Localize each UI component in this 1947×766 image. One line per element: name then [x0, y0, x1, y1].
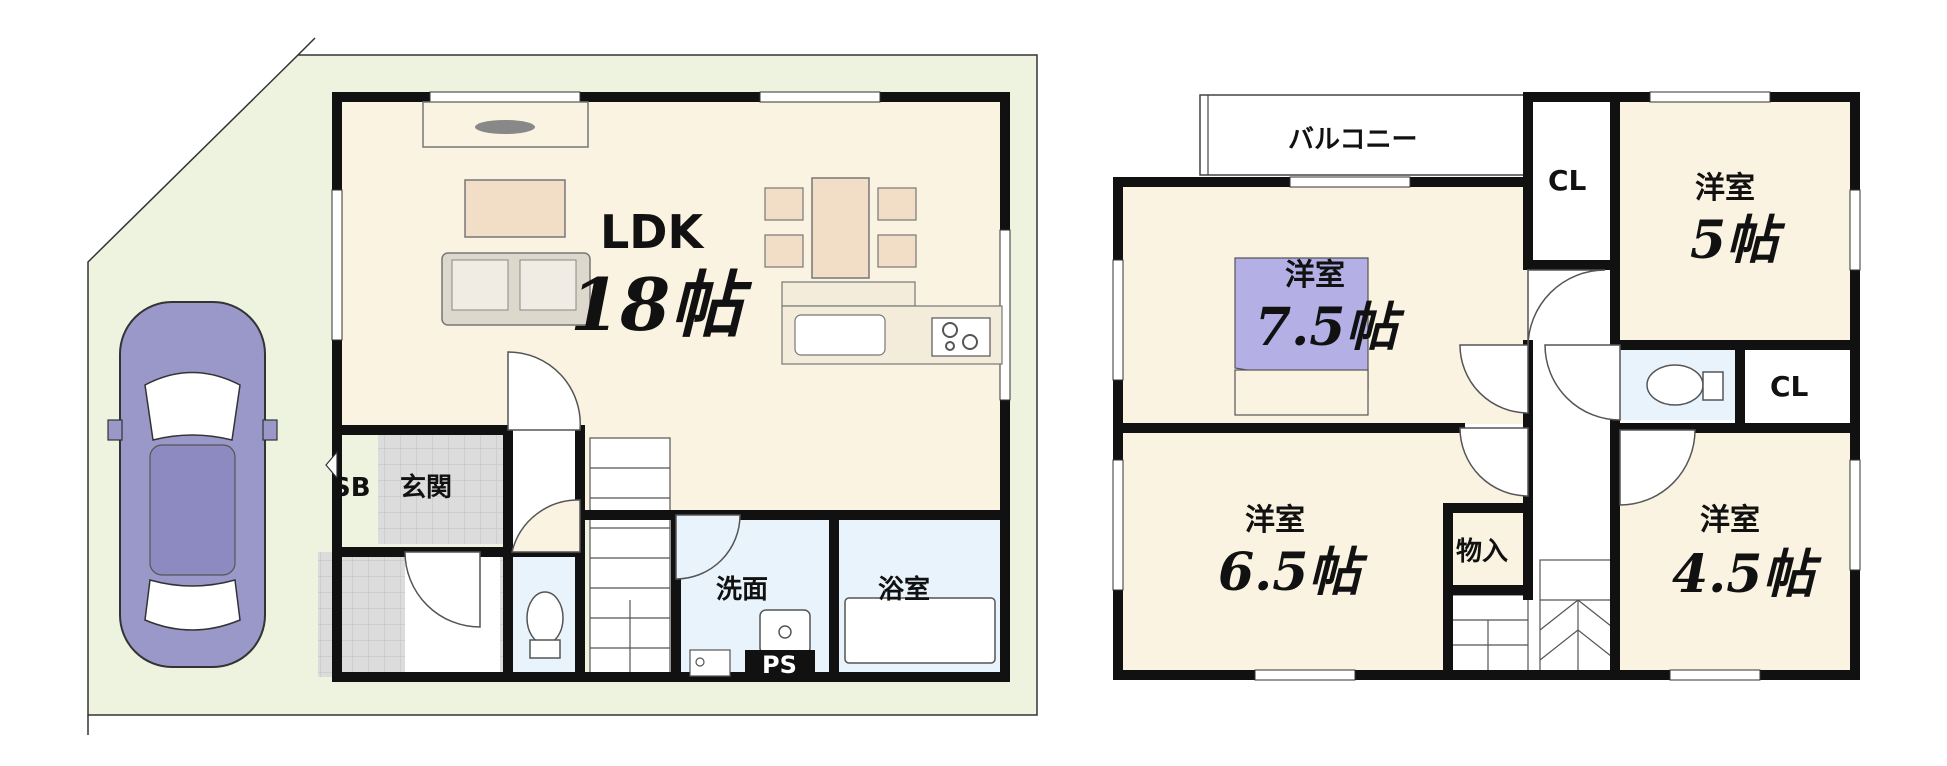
- dining-table: [811, 177, 870, 279]
- bathroom-label: 浴室: [878, 574, 930, 605]
- balcony-label: バルコニー: [1288, 125, 1417, 155]
- chair: [877, 187, 917, 221]
- toilet-icon: [526, 591, 564, 645]
- toilet-icon: [1646, 364, 1704, 406]
- bedroom-65-size: 6.5帖: [1218, 542, 1368, 603]
- sb-marker: [325, 450, 338, 480]
- stove: [931, 317, 991, 357]
- ps-label: PS: [762, 651, 797, 679]
- sink: [794, 314, 886, 356]
- bedroom-5-floor: [1620, 97, 1855, 345]
- washroom-label: 洗面: [716, 575, 768, 605]
- bedroom-45-label: 洋室: [1700, 503, 1760, 538]
- floor-2: バルコニー CL CL 洋室 7.5帖 洋室 5帖 洋室 6.5帖 洋室 4.5…: [1112, 91, 1861, 681]
- sb-label: SB: [332, 473, 371, 503]
- ps-box: [745, 650, 815, 680]
- ldk-label: LDK: [600, 205, 705, 259]
- chair: [877, 234, 917, 268]
- entrance-floor: [378, 430, 512, 544]
- low-table: [464, 179, 566, 238]
- chair: [764, 187, 804, 221]
- balcony: [1199, 94, 1529, 176]
- bedroom-5-size: 5帖: [1690, 210, 1786, 271]
- ldk-size: 18帖: [570, 262, 752, 347]
- bedroom-65-label: 洋室: [1245, 503, 1305, 538]
- doors-2f: [1459, 269, 1696, 506]
- entrance-label: 玄関: [400, 472, 452, 503]
- car-icon: [107, 301, 278, 668]
- storage-label: 物入: [1456, 537, 1508, 567]
- tv-icon: [475, 120, 535, 134]
- stairs-1f: [589, 437, 671, 677]
- bedroom-45-size: 4.5帖: [1672, 544, 1822, 605]
- bedroom-75-label: 洋室: [1285, 258, 1345, 293]
- kitchen-counter: [781, 281, 916, 307]
- chair: [764, 234, 804, 268]
- doors-1f: [404, 351, 741, 628]
- closet-label-right: CL: [1770, 370, 1809, 403]
- storage-floor: [1448, 508, 1528, 590]
- bathtub: [844, 597, 996, 664]
- bedroom-75-size: 7.5帖: [1255, 297, 1405, 358]
- bedroom-5-label: 洋室: [1695, 171, 1755, 206]
- wash-basin: [759, 609, 811, 655]
- closet-label-top: CL: [1548, 164, 1587, 197]
- windows-2f: [1112, 91, 1861, 681]
- floor-1: LDK 18帖 SB 玄関 洗面 浴室 PS: [87, 37, 1038, 735]
